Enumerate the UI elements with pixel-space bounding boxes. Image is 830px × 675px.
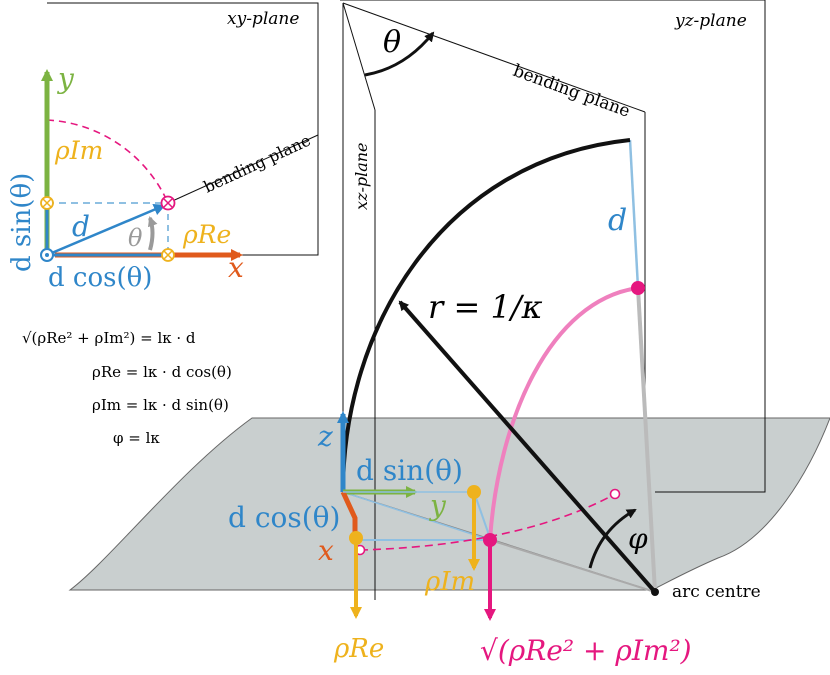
radius-line: [398, 300, 657, 594]
d-label: d: [608, 203, 627, 238]
yz-plane-frame: [340, 0, 766, 493]
inset-rho-re-text: ρRe: [182, 220, 231, 249]
equation-2: ρRe = lκ · d cos(θ): [92, 363, 232, 381]
equations: √(ρRe² + ρIm²) = lκ · d ρRe = lκ · d cos…: [22, 329, 232, 447]
equation-4: φ = lκ: [113, 429, 160, 447]
rho-re-label: ρRe: [333, 634, 384, 664]
y-label: y: [428, 489, 447, 522]
projected-tip-dot: [483, 533, 497, 547]
theta-label: θ: [383, 25, 401, 60]
inset-d-label: d: [72, 210, 90, 243]
rho-re-dot: [349, 531, 363, 545]
inset-x-label: x: [228, 251, 244, 284]
bending-arc: [341, 138, 631, 493]
inset-theta-arrow: [147, 216, 158, 251]
x-label: x: [318, 534, 334, 567]
equation-1: √(ρRe² + ρIm²) = lκ · d: [22, 329, 196, 347]
xy-plane-label: xy-plane: [227, 9, 299, 29]
arc-centre-dot: [651, 588, 659, 596]
bending-plane-top-edge: [342, 2, 646, 113]
inset-rho-im-label: ρIm: [54, 136, 103, 165]
rho-im-dot: [467, 485, 481, 499]
xy-inset: xy-plane bending plane: [7, 2, 319, 293]
equation-3: ρIm = lκ · d sin(θ): [92, 396, 229, 414]
inset-d-sin-label: d sin(θ): [7, 173, 37, 272]
tip-cross-marker: [160, 195, 176, 211]
rho-im-label: ρIm: [424, 567, 475, 597]
origin-dot-marker: [40, 248, 54, 262]
phi-label: φ: [628, 522, 648, 555]
inset-d-cos-label: d cos(θ): [48, 263, 152, 293]
phi-rotation-arrow: [588, 508, 637, 569]
rho-re-cross-marker: [161, 248, 175, 262]
base-blue-diagonal-2: [342, 491, 491, 541]
arc-centre-label: arc centre: [672, 582, 761, 602]
d-sin-label: d sin(θ): [356, 454, 463, 487]
inset-rho-im-text: ρIm: [54, 136, 103, 165]
xz-plane-label: xz-plane: [352, 142, 371, 210]
theta-rotation-arrow: [364, 31, 435, 77]
pink-arc-tip-dot: [631, 281, 645, 295]
z-label: z: [317, 420, 333, 453]
gray-vertical-line: [636, 287, 657, 593]
projected-arc: [488, 286, 639, 541]
inset-bending-plane-label: bending plane: [201, 131, 314, 197]
inset-dashed-arc: [46, 119, 169, 204]
d-line: [628, 139, 640, 289]
yz-plane-label: yz-plane: [674, 11, 747, 31]
ground-plane: [68, 417, 830, 591]
xz-plane-edge-top: [342, 2, 376, 111]
inset-bending-plane-line: [167, 134, 319, 204]
ground-dashed-arc-end-marker: [609, 488, 621, 500]
inset-d-vector: [46, 203, 166, 257]
inset-y-label: y: [56, 62, 75, 95]
d-cos-label: d cos(θ): [228, 501, 340, 534]
sqrt-rho-label: √(ρRe² + ρIm²): [480, 634, 692, 667]
base-blue-diagonal: [473, 491, 491, 539]
base-gray-line: [489, 539, 656, 593]
rho-im-cross-marker: [40, 196, 54, 210]
inset-theta-label: θ: [128, 224, 143, 252]
inset-rho-re-label: ρRe: [182, 220, 231, 249]
radius-label: r = 1/κ: [428, 288, 543, 326]
bending-plane-label: bending plane: [510, 61, 632, 122]
